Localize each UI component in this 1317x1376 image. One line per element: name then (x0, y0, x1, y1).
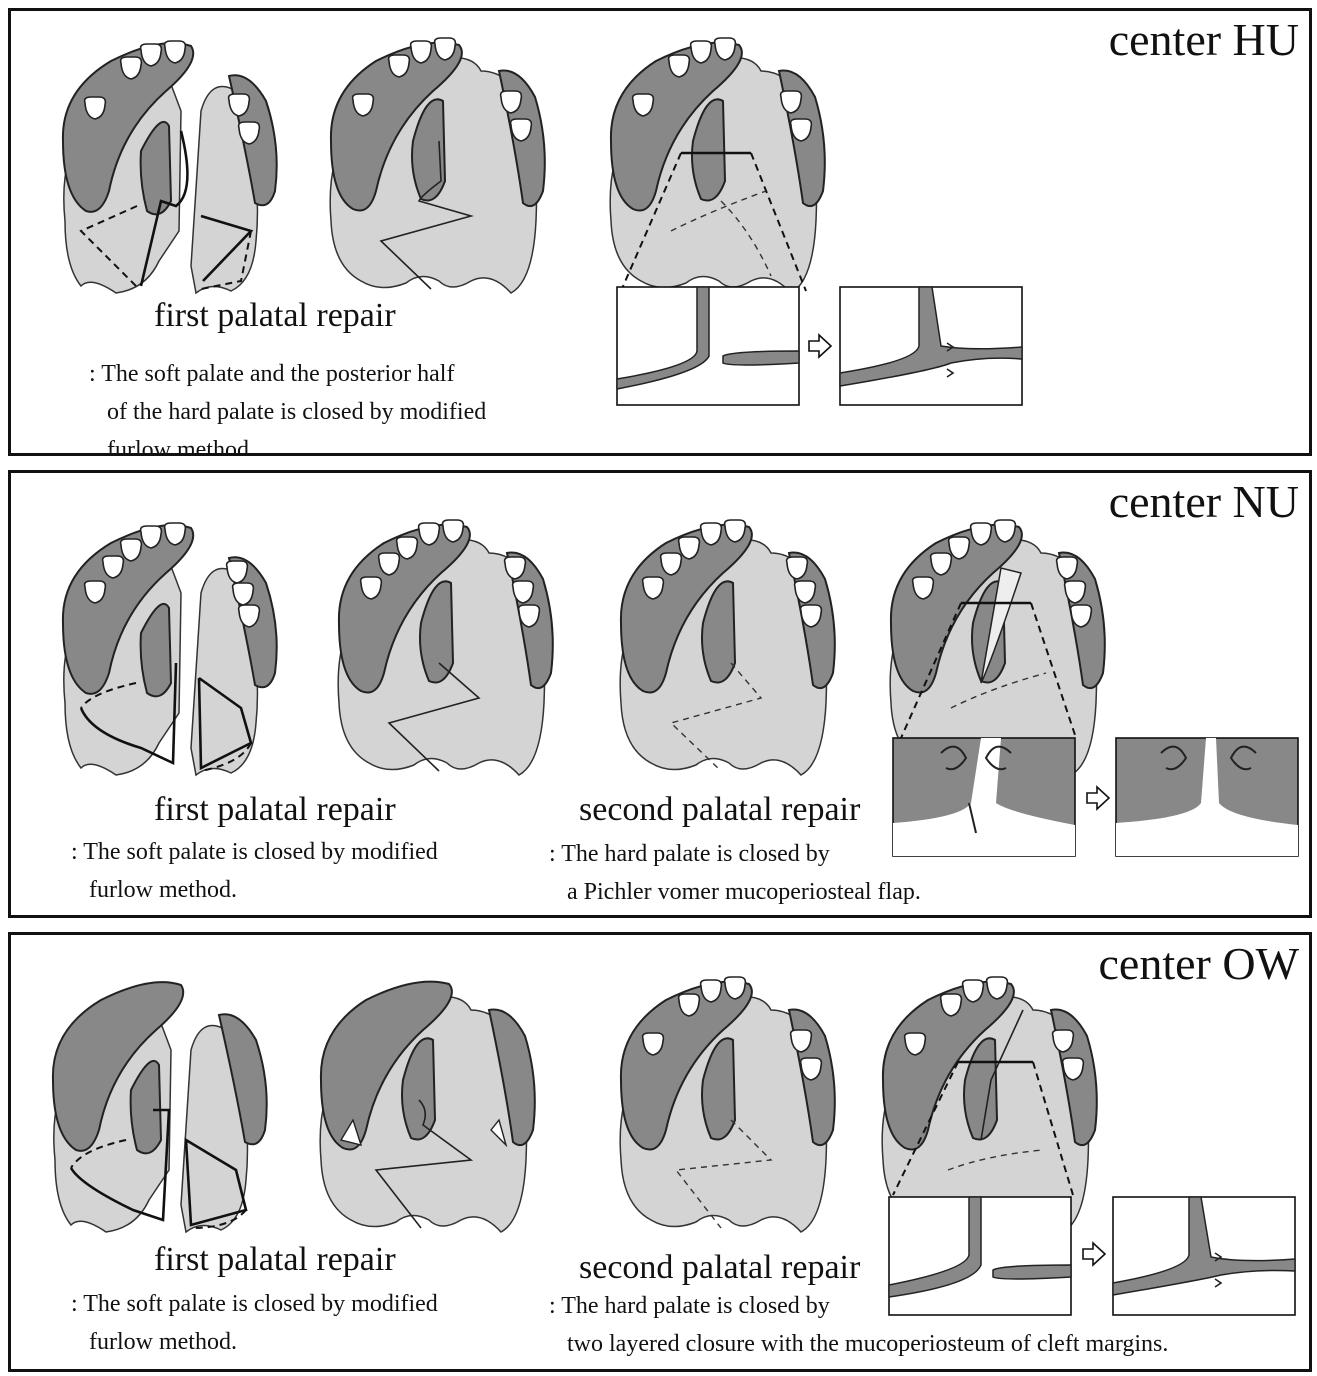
desc-line: of the hard palate is closed by modified (89, 393, 486, 431)
second-repair-description: : The hard palate is closed by a Pichler… (549, 835, 921, 911)
ow-pre-second-repair-drawing (620, 977, 835, 1232)
center-label: center OW (1099, 941, 1300, 987)
panel-center-ow: center OW first palatal repair : The sof… (8, 932, 1312, 1372)
nu-vomer-flap-drawing (890, 520, 1105, 775)
desc-line: : The hard palate is closed by (549, 835, 921, 873)
first-repair-title: first palatal repair (154, 299, 396, 333)
desc-line: furlow method. (71, 1323, 438, 1361)
desc-line: : The hard palate is closed by (549, 1287, 1168, 1325)
first-repair-description: : The soft palate is closed by modified … (71, 1285, 438, 1361)
desc-line: : The soft palate is closed by modified (71, 833, 438, 871)
first-repair-title: first palatal repair (154, 793, 396, 827)
hu-repaired-palate-drawing (330, 38, 545, 293)
right-arrow-icon (1087, 787, 1109, 809)
first-repair-title: first palatal repair (154, 1243, 396, 1277)
nu-cross-section-after (1116, 738, 1298, 856)
hu-cross-section-before (617, 287, 799, 405)
nu-cleft-palate-drawing (63, 523, 277, 775)
second-repair-description: : The hard palate is closed by two layer… (549, 1287, 1168, 1363)
center-label: center HU (1109, 17, 1299, 63)
center-label: center NU (1109, 479, 1299, 525)
second-repair-title: second palatal repair (579, 793, 860, 827)
hu-cross-section-after (840, 287, 1022, 405)
ow-cleft-palate-drawing (53, 982, 267, 1232)
ow-layered-closure-drawing (882, 977, 1097, 1232)
first-repair-description: : The soft palate is closed by modified … (71, 833, 438, 909)
right-arrow-icon (1083, 1243, 1105, 1265)
nu-pre-second-repair-drawing (620, 520, 835, 775)
nu-repaired-palate-drawing (338, 520, 553, 775)
hu-section-reference-drawing (610, 38, 825, 293)
desc-line: : The soft palate and the posterior half (89, 355, 486, 393)
second-repair-title: second palatal repair (579, 1251, 860, 1285)
right-arrow-icon (809, 335, 831, 357)
desc-line: two layered closure with the mucoperiost… (549, 1325, 1168, 1363)
first-repair-description: : The soft palate and the posterior half… (89, 355, 486, 456)
desc-line: : The soft palate is closed by modified (71, 1285, 438, 1323)
desc-line: furlow method. (71, 871, 438, 909)
desc-line: furlow method. (89, 431, 486, 456)
hu-cleft-palate-drawing (63, 41, 277, 293)
desc-line: a Pichler vomer mucoperiosteal flap. (549, 873, 921, 911)
panel-center-hu: center HU first palatal repair : The sof… (8, 8, 1312, 456)
panel-center-nu: center NU first palatal repair : The sof… (8, 470, 1312, 918)
ow-repaired-palate-drawing (320, 982, 535, 1232)
